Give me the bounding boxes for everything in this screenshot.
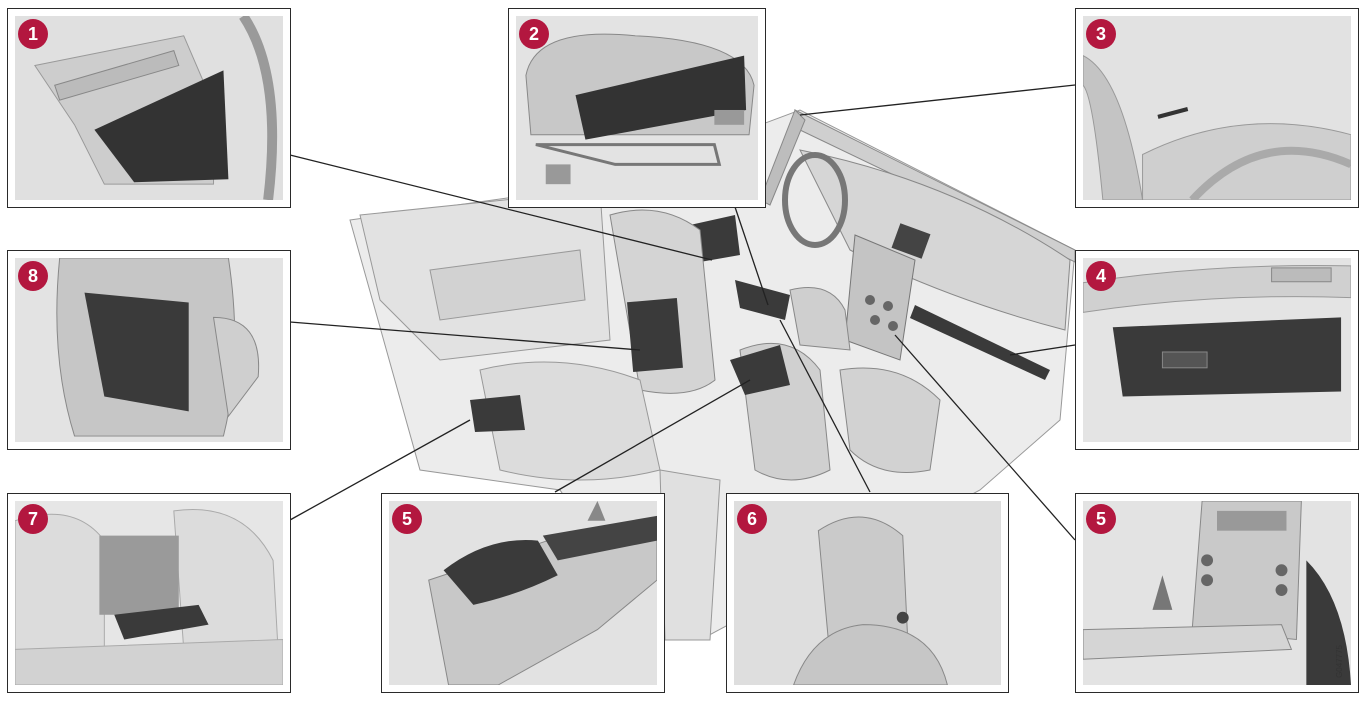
panel-card-holder-image xyxy=(1083,16,1351,200)
panel-door-pocket: 1 xyxy=(7,8,291,208)
front-seats xyxy=(609,209,941,481)
glovebox-dark xyxy=(910,305,1050,380)
panel-seat-backrest: 6 xyxy=(726,493,1009,693)
figure-code: G047775 xyxy=(1335,645,1344,678)
leader-line-8 xyxy=(289,321,641,351)
callout-badge: 7 xyxy=(18,504,48,534)
panel-seat-back-pocket: 8 xyxy=(7,250,291,450)
panel-armrest-storage: 5 xyxy=(381,493,665,693)
leader-line-7 xyxy=(289,419,471,521)
leader-line-5-right xyxy=(894,334,1076,541)
panel-centre-console-image xyxy=(1083,501,1351,685)
panel-armrest-storage-image xyxy=(389,501,657,685)
leader-line-6 xyxy=(779,319,871,493)
panel-rear-armrest: 7 xyxy=(7,493,291,693)
panel-centre-console: 5 G047775 xyxy=(1075,493,1359,693)
panel-glovebox-image xyxy=(1083,258,1351,442)
callout-badge: 2 xyxy=(519,19,549,49)
leader-line-2 xyxy=(734,206,769,306)
leader-line-3 xyxy=(799,84,1076,116)
rear-bench xyxy=(470,361,721,641)
panel-seat-backrest-image xyxy=(734,501,1001,685)
panel-door-pocket-image xyxy=(15,16,283,200)
callout-badge: 5 xyxy=(1086,504,1116,534)
callout-badge: 1 xyxy=(18,19,48,49)
panel-card-holder: 3 xyxy=(1075,8,1359,208)
door-panel-left xyxy=(359,189,740,361)
callout-badge: 6 xyxy=(737,504,767,534)
panel-seat-pocket-front: 2 xyxy=(508,8,766,208)
panel-glovebox: 4 xyxy=(1075,250,1359,450)
leader-line-1 xyxy=(289,154,713,261)
leader-line-5-center xyxy=(554,379,751,493)
panel-rear-armrest-image xyxy=(15,501,283,685)
callout-badge: 3 xyxy=(1086,19,1116,49)
leader-lines xyxy=(289,84,1076,541)
leader-line-4 xyxy=(1009,344,1076,356)
callout-badge: 8 xyxy=(18,261,48,291)
panel-seat-pocket-front-image xyxy=(516,16,758,200)
callout-badge: 4 xyxy=(1086,261,1116,291)
panel-seat-back-pocket-image xyxy=(15,258,283,442)
dashboard xyxy=(782,149,1071,380)
callout-badge: 5 xyxy=(392,504,422,534)
